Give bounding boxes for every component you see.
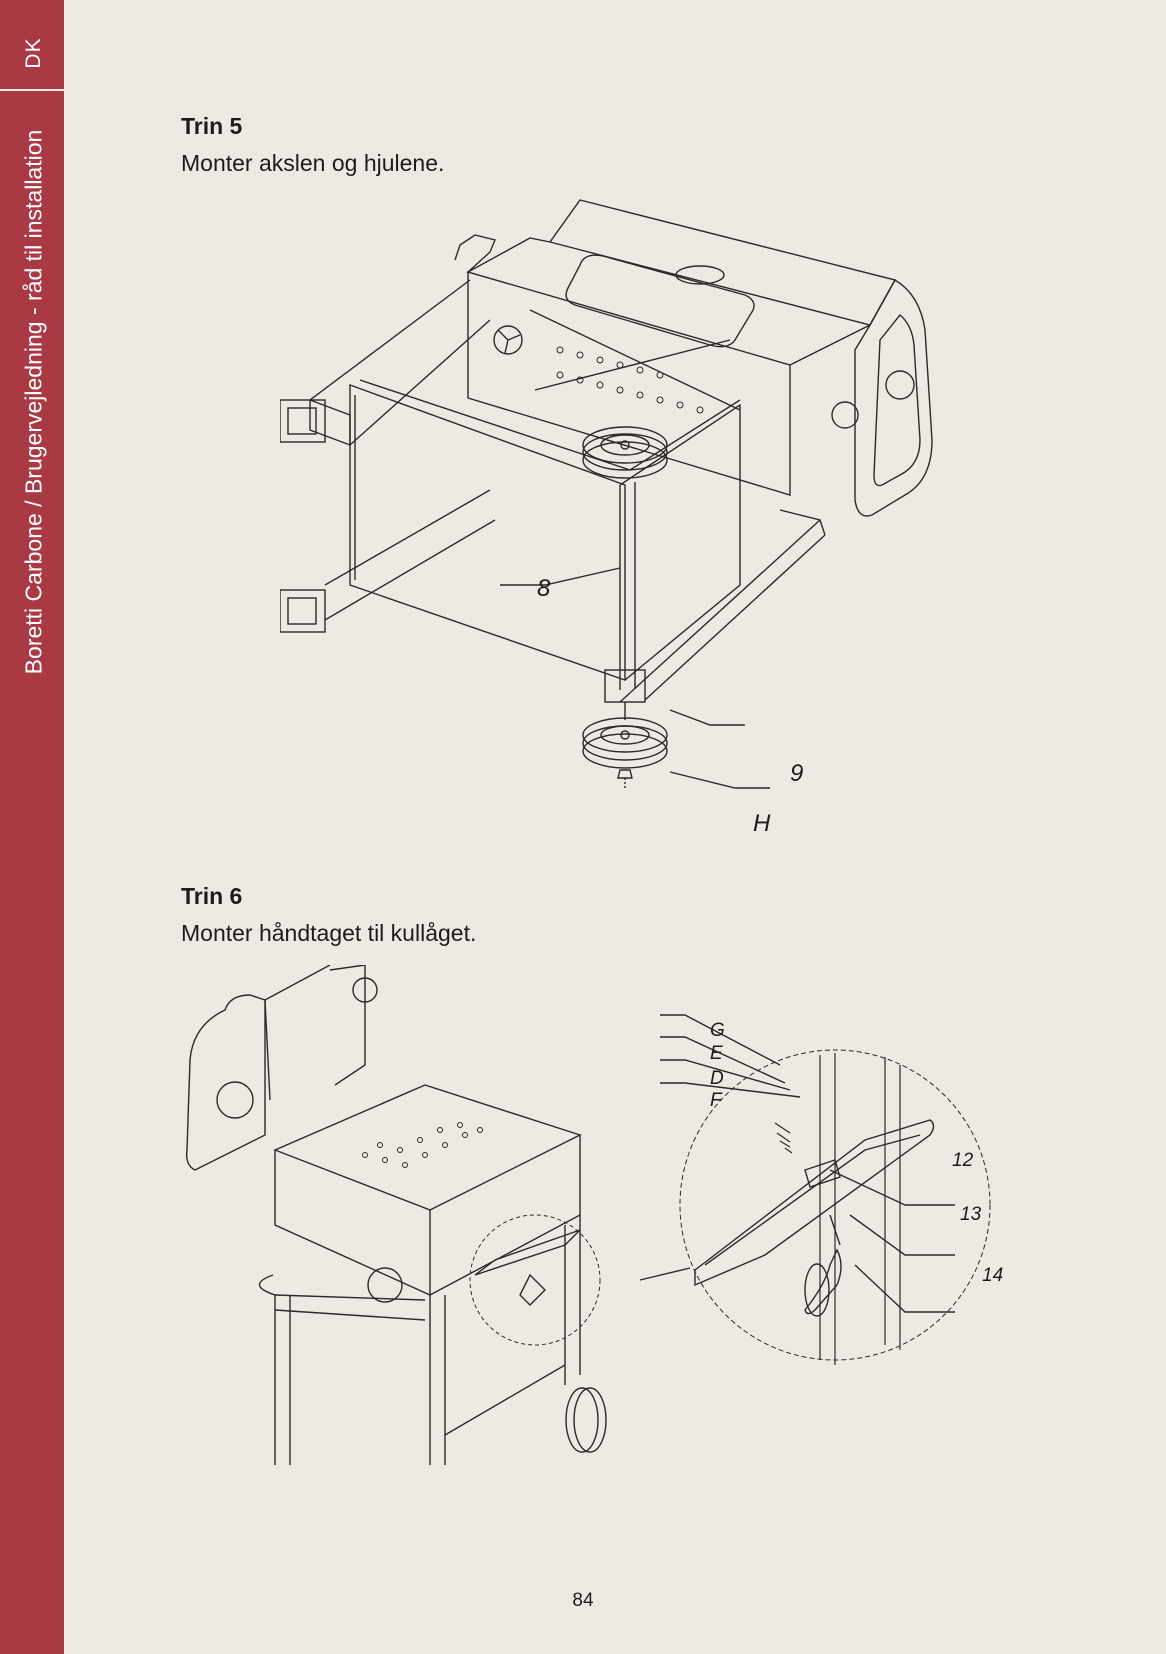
callout-8: 8 — [537, 575, 551, 602]
callout-9: 9 — [790, 760, 804, 787]
step6-description: Monter håndtaget til kullåget. — [181, 920, 477, 946]
step6-diagram — [185, 965, 1065, 1470]
callout-13: 13 — [960, 1204, 982, 1225]
language-code: DK — [22, 37, 45, 69]
callout-12: 12 — [952, 1150, 974, 1171]
callout-d: D — [710, 1068, 724, 1089]
callout-14: 14 — [982, 1265, 1004, 1286]
step5-title: Trin 5 — [181, 113, 243, 139]
callout-h: H — [753, 810, 771, 837]
step6-title: Trin 6 — [181, 883, 243, 909]
callout-e: E — [710, 1043, 723, 1064]
step5-diagram — [280, 190, 940, 850]
sidebar: DK Boretti Carbone / Brugervejledning - … — [0, 0, 64, 1654]
page-number: 84 — [572, 1590, 594, 1611]
sidebar-divider — [0, 89, 64, 91]
step5-description: Monter akslen og hjulene. — [181, 150, 445, 176]
manual-title: Boretti Carbone / Brugervejledning - råd… — [20, 129, 47, 675]
callout-f: F — [710, 1090, 722, 1111]
callout-g: G — [710, 1020, 725, 1041]
